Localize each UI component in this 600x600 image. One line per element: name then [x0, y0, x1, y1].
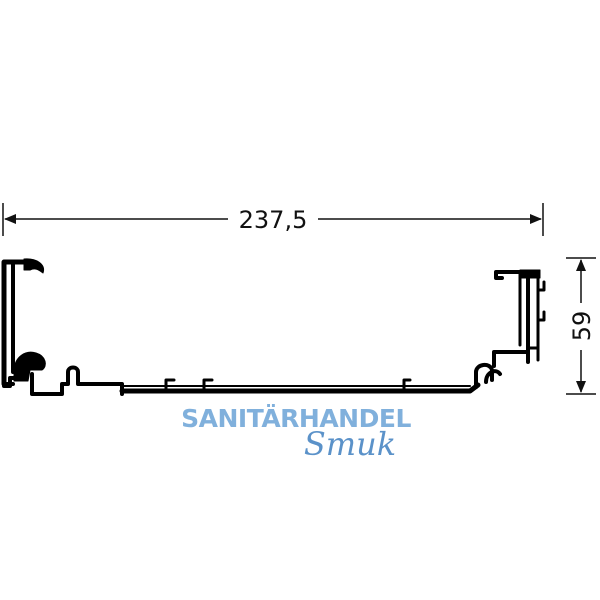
watermark-logo: SANITÄRHANDEL Smuk: [181, 403, 412, 463]
left-foot: [2, 365, 124, 396]
left-top-hook: [23, 258, 45, 274]
left-wall: [1, 259, 33, 387]
watermark-line2: Smuk: [304, 425, 396, 463]
right-clip-1: [536, 280, 546, 292]
right-wall: [494, 270, 530, 358]
profile-cross-section: [1, 258, 546, 396]
right-step: [492, 350, 530, 368]
height-dimension: 59: [566, 257, 596, 395]
rib-1: [164, 378, 176, 391]
rib-2: [202, 378, 214, 391]
right-top-cap: [519, 269, 541, 279]
right-outer-wall: [518, 270, 540, 362]
right-clip-2: [536, 310, 546, 322]
rib-3: [402, 378, 412, 391]
width-dimension: 237,5: [2, 203, 544, 236]
height-dimension-label: 59: [568, 311, 596, 342]
left-seal-bulb: [13, 351, 46, 382]
width-dimension-label: 237,5: [239, 206, 308, 234]
watermark-line1: SANITÄRHANDEL: [181, 403, 411, 433]
right-lower-hook: [474, 363, 502, 389]
